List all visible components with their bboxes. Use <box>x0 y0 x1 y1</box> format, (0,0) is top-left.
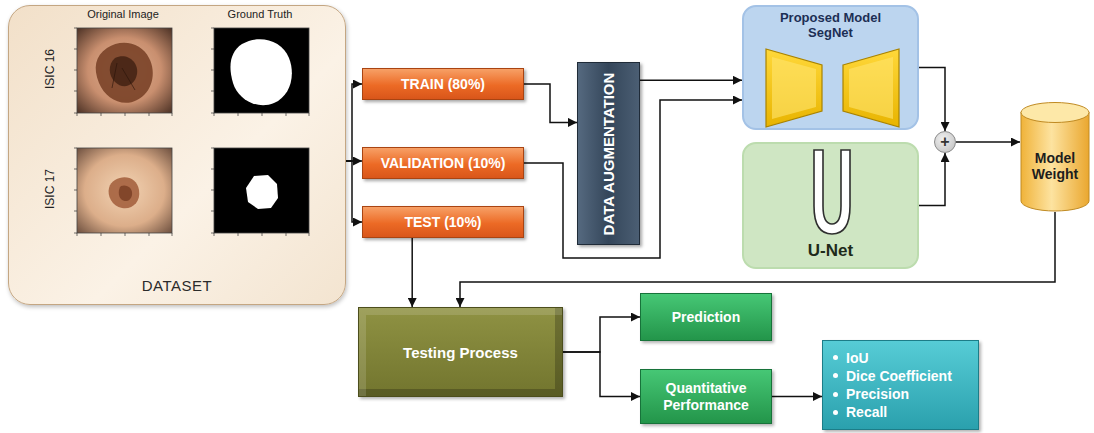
flow-arrow <box>956 141 1020 143</box>
illustration-part <box>112 63 135 90</box>
u-shape <box>814 150 850 234</box>
process-box: Testing Process <box>358 307 563 397</box>
encoder-highlight <box>772 57 816 119</box>
sum-circle: + <box>934 131 956 153</box>
illustration-part <box>214 28 309 113</box>
metric-item: Recall <box>846 403 887 421</box>
illustration-part <box>211 28 309 116</box>
cylinder-body <box>1021 112 1089 211</box>
encoder-shape <box>766 49 822 127</box>
flow-arrow <box>919 153 945 206</box>
node-text: TEST (10%) <box>404 214 481 230</box>
illustration-part <box>246 175 278 209</box>
node-text: + <box>940 134 949 150</box>
illustration-part <box>214 148 309 233</box>
bullet-row: Recall <box>833 403 887 421</box>
illustration-part <box>77 28 172 113</box>
dermoscopy-image <box>74 28 172 116</box>
flow-arrow <box>640 80 742 82</box>
illustration-part <box>77 148 172 233</box>
split-box: TRAIN (80%) <box>362 68 524 100</box>
metric-item: Precision <box>846 385 909 403</box>
node-text: Model Weight <box>1024 150 1086 182</box>
node-text: DATASET <box>142 277 212 294</box>
illustration-part <box>214 148 309 233</box>
bullet-row: Dice Coefficient <box>833 367 952 385</box>
bullet-row: Precision <box>833 385 909 403</box>
illustration-part <box>230 39 291 105</box>
illustration-part <box>96 43 153 103</box>
flow-arrow <box>919 68 945 132</box>
bullet-row: IoU <box>833 349 869 367</box>
illustration-part <box>77 28 172 113</box>
flow-arrow <box>346 84 362 161</box>
metric-item: Dice Coefficient <box>846 367 952 385</box>
illustration-part <box>109 177 140 208</box>
split-box: VALIDATION (10%) <box>362 147 524 179</box>
bullet-dot <box>833 410 838 415</box>
dataset-panel: DATASET <box>8 5 346 305</box>
cylinder-top <box>1021 103 1089 123</box>
node-text: Prediction <box>672 309 740 326</box>
node-text: Quantitative Performance <box>647 380 765 414</box>
illustration-part <box>214 28 309 113</box>
node-text: Testing Process <box>403 344 518 361</box>
ground-truth-mask <box>211 28 309 116</box>
node-text: U-Net <box>808 241 853 261</box>
metric-item: IoU <box>846 349 869 367</box>
flow-arrow <box>411 238 413 307</box>
model-box: Proposed Model SegNet <box>742 5 919 130</box>
bullet-dot <box>833 355 838 360</box>
flow-arrow <box>346 161 362 222</box>
illustration-part <box>211 148 309 236</box>
dermoscopy-image <box>74 148 172 236</box>
illustration-part <box>74 28 172 116</box>
decoder-highlight <box>849 57 893 119</box>
flow-arrow <box>524 84 577 122</box>
decoder-shape <box>843 49 899 127</box>
bullet-dot <box>833 373 838 378</box>
dataset-images <box>9 6 347 306</box>
output-box: Quantitative Performance <box>640 369 772 424</box>
illustration-part <box>74 148 172 236</box>
flow-arrow <box>563 317 640 352</box>
split-box: TEST (10%) <box>362 206 524 238</box>
model-box: U-Net <box>742 142 919 269</box>
node-text: Proposed Model SegNet <box>766 11 896 41</box>
ground-truth-mask <box>211 148 309 236</box>
output-box: Prediction <box>640 293 772 341</box>
process-box: DATA AUGMENTATION <box>577 62 640 245</box>
metric-list-box: IoUDice CoefficientPrecisionRecall <box>822 340 979 430</box>
node-text: TRAIN (80%) <box>401 76 485 92</box>
node-text: VALIDATION (10%) <box>381 155 506 171</box>
flow-arrow <box>563 352 640 397</box>
bullet-dot <box>833 392 838 397</box>
node-text: DATA AUGMENTATION <box>600 69 618 239</box>
storage-cylinder: Model Weight <box>1020 102 1090 212</box>
illustration-part <box>119 185 132 201</box>
flow-arrow <box>772 396 822 398</box>
illustration-part <box>77 148 172 233</box>
